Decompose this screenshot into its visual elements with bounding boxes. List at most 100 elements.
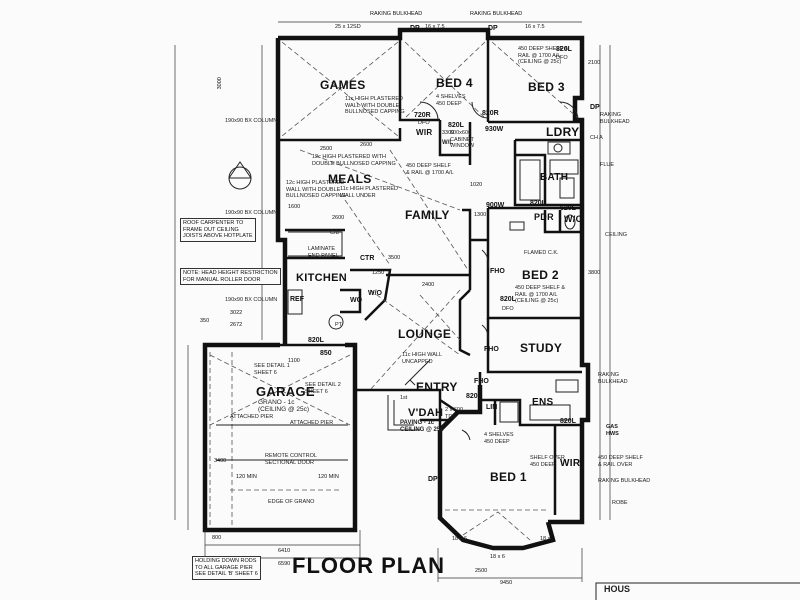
dimension-lines [174, 21, 611, 582]
flue-note: FLUE [600, 162, 615, 168]
dim-2400: 2400 [422, 282, 435, 288]
pt-label: PT [335, 322, 343, 328]
wir-shelf-note: 450 DEEP SHELF & RAIL OVER [598, 455, 643, 468]
room-wir-bed4: WIR [416, 128, 433, 137]
code-dp: DP [488, 25, 498, 32]
dfo-label-3: DFO [502, 306, 514, 312]
see-detail-2: SEE DETAIL 2 SHEET 6 [305, 382, 341, 395]
raking-right-3: RAKING BULKHEAD [598, 478, 651, 484]
room-lounge: LOUNGE [398, 327, 452, 341]
meals-note-2: 12c HIGH PLASTERED WALL WITH DOUBLE BULL… [286, 180, 346, 199]
vdah-dims: 2 x 600 TDS [445, 407, 464, 420]
code-820l-3: 820L [530, 200, 546, 207]
head-height-box: NOTE: HEAD HEIGHT RESTRICTION FOR MANUAL… [180, 268, 281, 285]
dim-800: 800 [212, 535, 222, 541]
fixtures [209, 41, 579, 541]
room-bath: BATH [540, 172, 569, 183]
column-note-2: 190x90 BX COLUMN [225, 210, 278, 216]
dim-2672: 2672 [230, 322, 243, 328]
bed1-shelves: 4 SHELVES 450 DEEP [484, 432, 514, 445]
cd-label: C/D [330, 230, 340, 236]
games-wall-note: 11c HIGH PLASTERED WALL WITH DOUBLE BULL… [345, 96, 405, 115]
dim-18x6-b: 18 x 6 [490, 554, 505, 560]
dim-3400: 3400 [214, 458, 227, 464]
room-games: GAMES [320, 78, 366, 92]
meals-note-1: 12c HIGH PLASTERED WITH DOUBLE BULLNOSED… [312, 154, 396, 167]
laminate-note: LAMINATE END PANEL [308, 246, 339, 259]
title-block-label: HOUS [604, 584, 631, 594]
room-family: FAMILY [405, 208, 450, 222]
dim-18x6-c: 18 x 6 [540, 536, 555, 542]
attached-pier-left: ATTACHED PIER [230, 414, 274, 420]
code-820l-4: 820L [500, 296, 516, 303]
code-850: 850 [320, 350, 332, 357]
room-vdah: V'DAH [408, 407, 444, 419]
room-garage: GARAGE [256, 384, 315, 399]
top-dim-c: 16 x 7.5 [525, 24, 545, 30]
code-820l-2: 820L [556, 46, 572, 53]
room-pdr: PDR [534, 212, 554, 222]
family-shelf-note: 450 DEEP SHELF & RAIL @ 1700 A/L [406, 163, 454, 176]
raking-right-1: RAKING BULKHEAD [600, 112, 630, 125]
dim-2100: 2100 [588, 60, 601, 66]
room-ens: ENS [532, 397, 554, 408]
code-fho: FHO [484, 346, 499, 353]
dfo-label-2: DFO [556, 55, 568, 61]
code-fho-3: FHO [490, 268, 505, 275]
dim-9450: 9450 [500, 580, 513, 586]
code-lin: LIN [486, 404, 498, 411]
interior-walls [278, 38, 582, 515]
room-bed2: BED 2 [522, 268, 559, 282]
raking-bulkhead-top: RAKING BULKHEAD [370, 11, 423, 17]
robe-note: ROBE [612, 500, 628, 506]
attached-pier-right: ATTACHED PIER [290, 420, 334, 426]
room-ldry: LDRY [546, 125, 580, 139]
dim-3500: 3500 [388, 255, 401, 261]
code-wo: WO [350, 297, 363, 304]
dim-6410: 6410 [278, 548, 291, 554]
code-ctr: CTR [360, 255, 375, 262]
top-dim-a: 25 x 12SD [335, 24, 361, 30]
room-wir-bed1: WIR [560, 458, 581, 469]
ceiling-note: CEILING [605, 232, 628, 238]
code-620l: 620L [560, 205, 576, 212]
dim-1020: 1020 [470, 182, 483, 188]
code-720r: 720R [414, 112, 431, 119]
roof-carpenter-box: ROOF CARPENTER TO FRAME OUT CEILING JOIS… [180, 218, 256, 242]
room-meals: MEALS [328, 172, 372, 186]
dim-350: 350 [200, 318, 210, 324]
flamed-ck: FLAMED C.K. [524, 250, 559, 256]
room-entry: ENTRY [416, 380, 458, 394]
code-930w: 930W [485, 126, 504, 133]
code-820l-1: 820L [448, 122, 464, 129]
code-820l-5: 820L [308, 337, 324, 344]
bed4-shelves-note: 4 SHELVES 450 DEEP [436, 94, 466, 107]
code-dp-4: DP [428, 476, 438, 483]
shelf-over-note: SHELF OVER 450 DEEP [530, 455, 565, 468]
room-bed4: BED 4 [436, 76, 473, 90]
dim-3000: 3000 [216, 77, 223, 90]
dim-1600: 1600 [288, 204, 301, 210]
code-820l-6: 820L [466, 393, 482, 400]
vdah-paving: PAVING - 1c CEILING @ 25c [400, 420, 444, 433]
edge-of-grano: EDGE OF GRANO [268, 499, 315, 505]
dim-2600: 2600 [360, 142, 373, 148]
dim-2500b: 2500 [475, 568, 488, 574]
plan-title: FLOOR PLAN [292, 553, 445, 578]
wil-label: W/L [442, 140, 453, 146]
code-fho-2: FHO [474, 378, 489, 385]
column-note-3: 190x90 BX COLUMN [225, 297, 278, 303]
vdah-area: 1st [400, 395, 408, 401]
room-bed3: BED 3 [528, 80, 565, 94]
cha-note: CH A [590, 135, 603, 141]
room-wc: W/C [564, 214, 583, 224]
room-bed1: BED 1 [490, 470, 527, 484]
dim-18x6-a: 18 x 6 [452, 536, 467, 542]
dim-3800: 3800 [588, 270, 601, 276]
dim-120min-2: 120 MIN [318, 474, 339, 480]
top-dim-b: 16 x 7.5 [425, 24, 445, 30]
room-kitchen: KITCHEN [296, 272, 347, 284]
bed2-shelf-note: 450 DEEP SHELF & RAIL @ 1700 A/L (CEILIN… [515, 285, 566, 304]
